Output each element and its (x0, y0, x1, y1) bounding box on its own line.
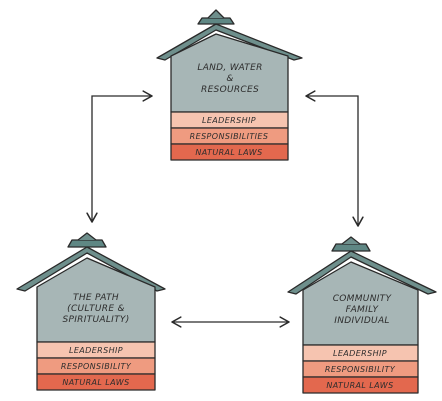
band-label: LEADERSHIP (202, 116, 256, 125)
house-title: INDIVIDUAL (334, 316, 389, 326)
band-label: NATURAL LAWS (195, 148, 262, 157)
band-natural-laws (36, 373, 156, 391)
house-title: COMMUNITY (333, 294, 393, 304)
house-community-family-individual: COMMUNITY FAMILY INDIVIDUAL LEADERSHIP R… (287, 236, 437, 394)
band-label: NATURAL LAWS (326, 381, 393, 390)
house-title: LAND, WATER (197, 63, 262, 73)
house-chimney-icon (197, 17, 235, 25)
house-title: RESOURCES (201, 85, 259, 95)
house-title: THE PATH (73, 293, 119, 303)
band-label: RESPONSIBILITIES (190, 132, 269, 141)
band-label: RESPONSIBILITY (325, 365, 396, 374)
band-natural-laws (170, 143, 289, 161)
house-body (36, 257, 156, 343)
arrow-land-to-community (305, 90, 364, 227)
house-title: FAMILY (346, 305, 380, 315)
house-roof (287, 250, 437, 295)
house-title: SPIRITUALITY) (62, 315, 129, 325)
house-land-water-resources: LAND, WATER & RESOURCES LEADERSHIP RESPO… (156, 9, 303, 161)
house-body (302, 261, 419, 346)
band-label: LEADERSHIP (333, 349, 387, 358)
band-natural-laws (302, 376, 419, 394)
house-chimney-icon (331, 243, 371, 252)
band-label: NATURAL LAWS (62, 378, 129, 387)
house-title: (CULTURE & (67, 304, 125, 314)
band-label: RESPONSIBILITY (61, 362, 132, 371)
house-body (170, 33, 289, 113)
arrow-land-to-path (86, 90, 153, 223)
band-label: LEADERSHIP (69, 346, 123, 355)
house-the-path: THE PATH (CULTURE & SPIRITUALITY) LEADER… (16, 232, 166, 391)
house-chimney-icon (67, 239, 107, 248)
house-title: & (226, 74, 233, 84)
